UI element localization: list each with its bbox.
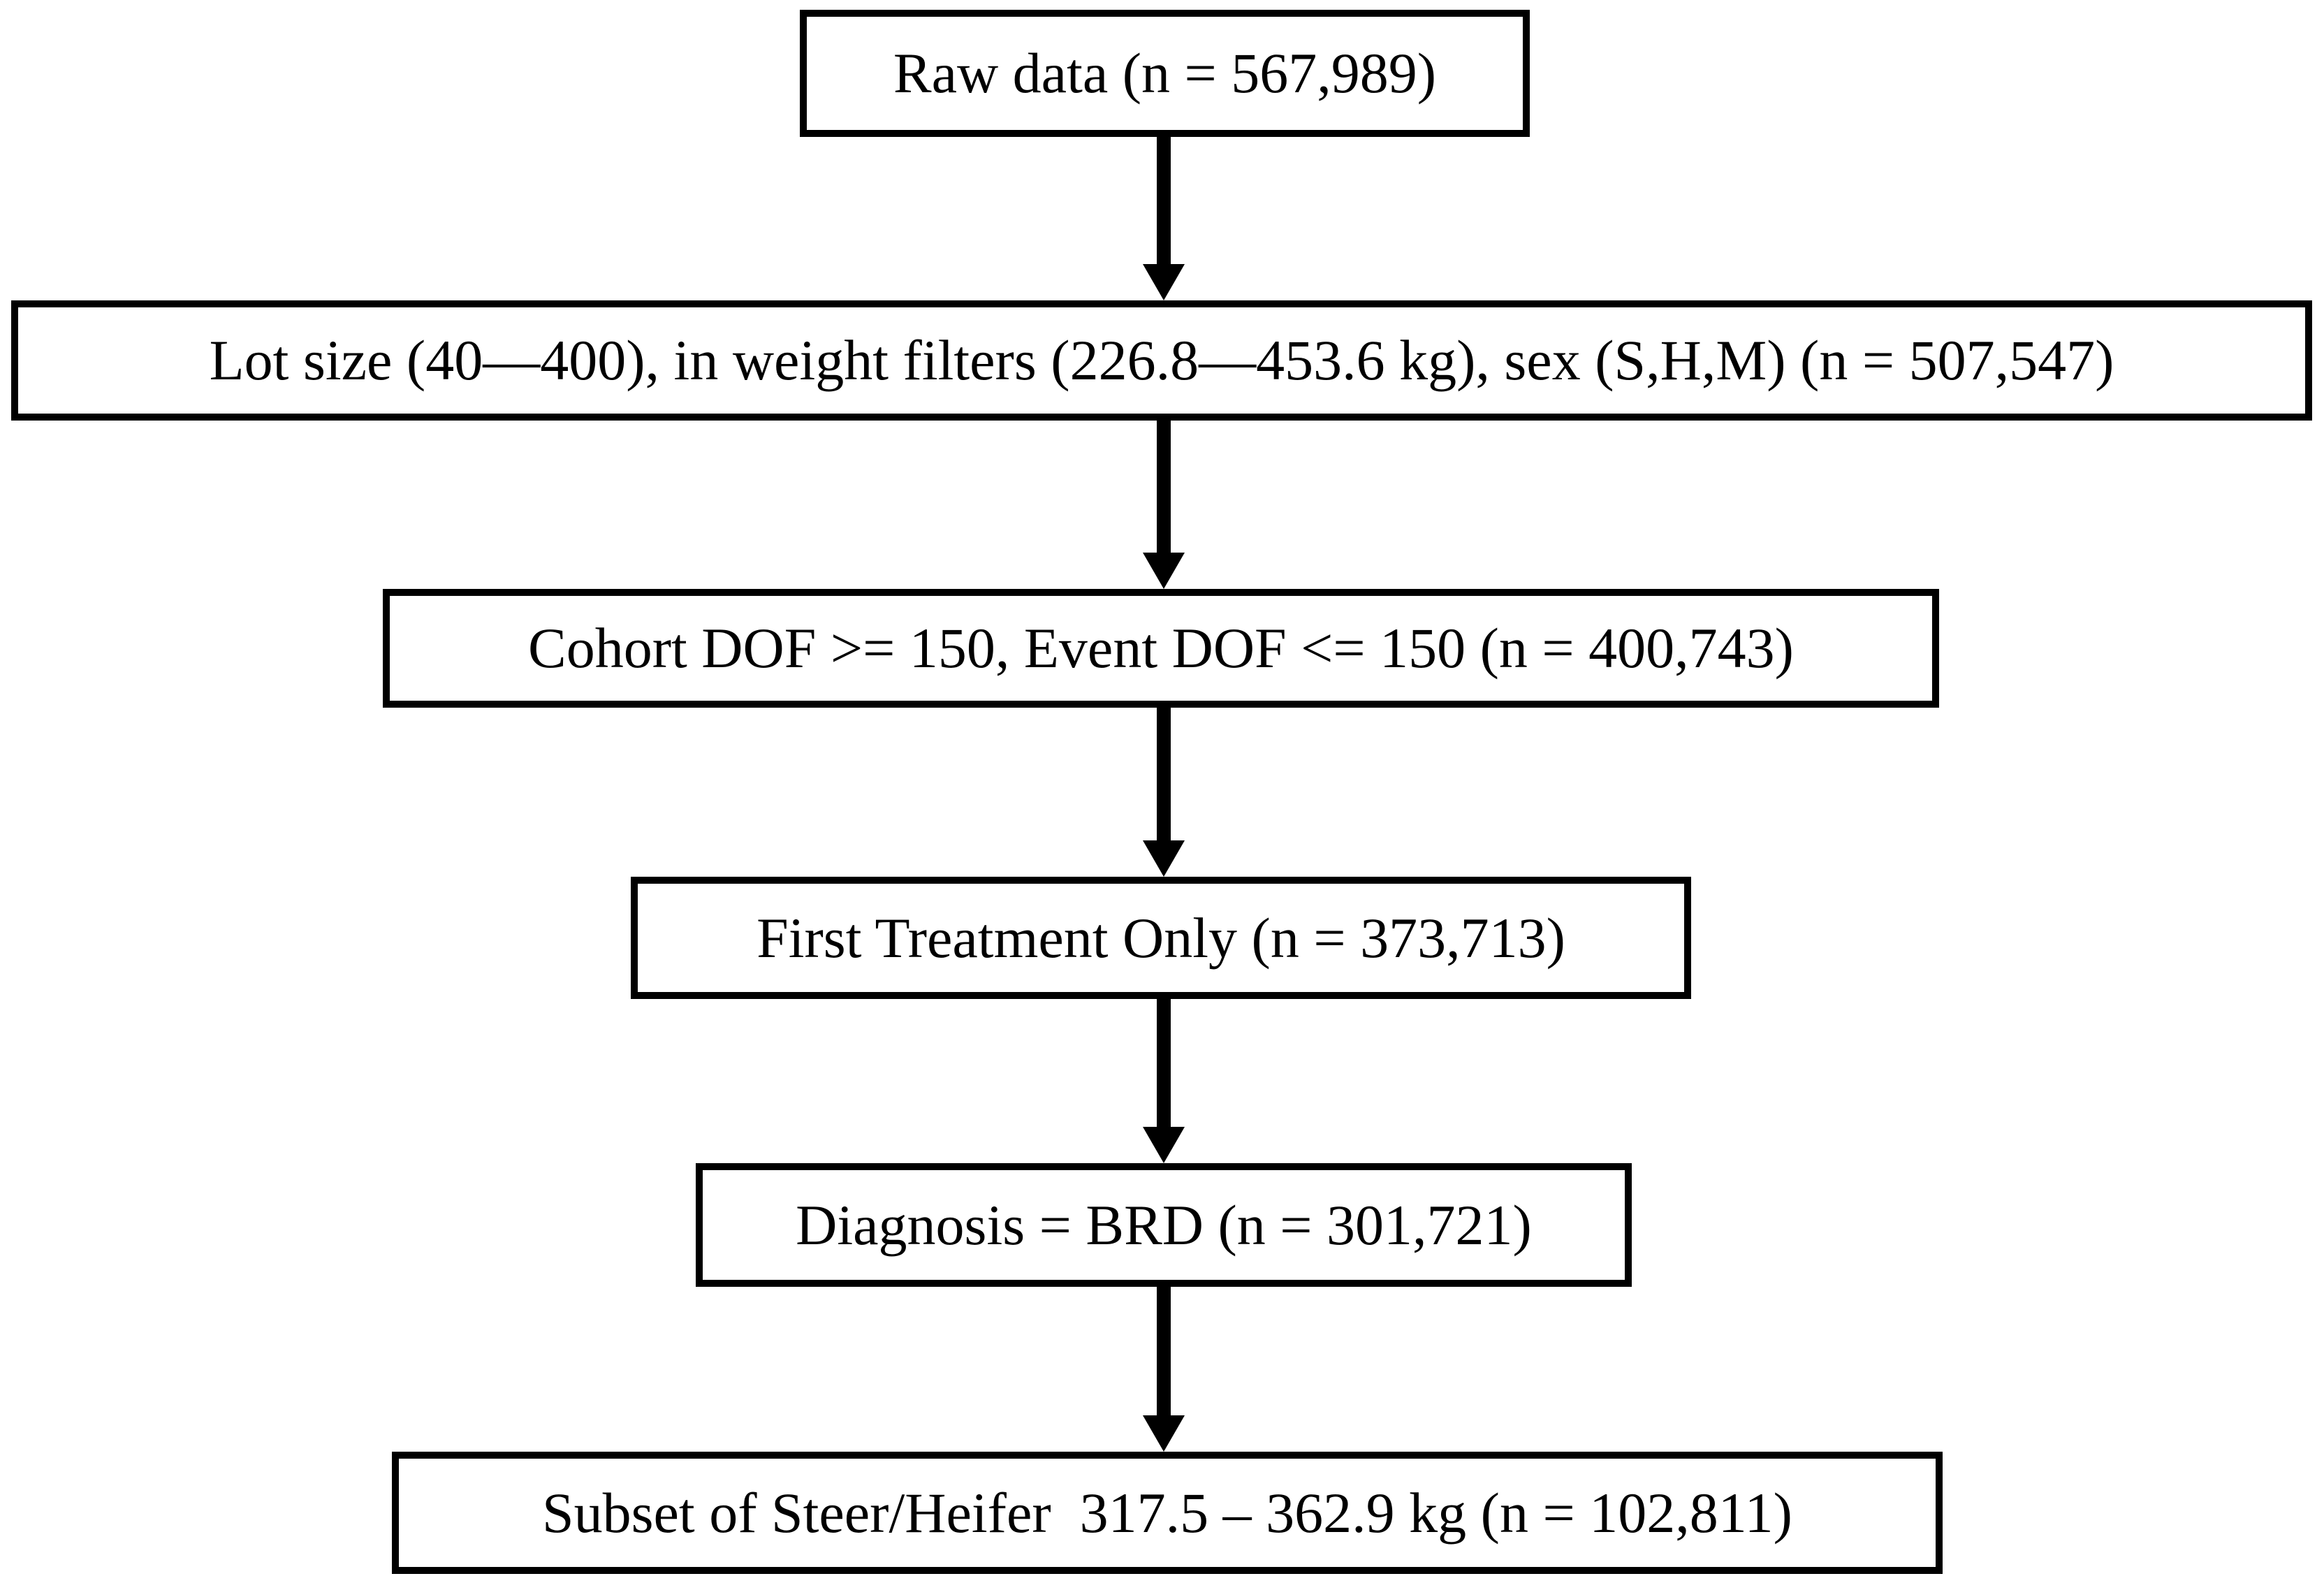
node-label: Lot size (40—400), in weight filters (22… xyxy=(209,328,2114,392)
node-lot-size-weight-sex-filters: Lot size (40—400), in weight filters (22… xyxy=(11,300,2312,421)
node-cohort-event-dof: Cohort DOF >= 150, Event DOF <= 150 (n =… xyxy=(383,589,1939,708)
arrow-head xyxy=(1143,1127,1185,1163)
arrow-stem xyxy=(1157,706,1171,840)
arrow-stem xyxy=(1157,419,1171,553)
node-label: Subset of Steer/Heifer 317.5 – 362.9 kg … xyxy=(542,1480,1792,1545)
node-raw-data: Raw data (n = 567,989) xyxy=(800,10,1530,137)
arrow-stem xyxy=(1157,136,1171,264)
arrow-head xyxy=(1143,840,1185,877)
arrow-down-icon xyxy=(1143,706,1185,877)
node-label: First Treatment Only (n = 373,713) xyxy=(757,905,1565,970)
arrow-head xyxy=(1143,553,1185,589)
arrow-down-icon xyxy=(1143,998,1185,1163)
node-first-treatment-only: First Treatment Only (n = 373,713) xyxy=(631,877,1691,999)
arrow-down-icon xyxy=(1143,1285,1185,1452)
arrow-down-icon xyxy=(1143,419,1185,589)
arrow-head xyxy=(1143,1415,1185,1452)
arrow-stem xyxy=(1157,998,1171,1127)
node-label: Cohort DOF >= 150, Event DOF <= 150 (n =… xyxy=(528,616,1794,680)
arrow-head xyxy=(1143,264,1185,300)
node-label: Raw data (n = 567,989) xyxy=(893,41,1437,105)
node-label: Diagnosis = BRD (n = 301,721) xyxy=(796,1192,1532,1257)
arrow-down-icon xyxy=(1143,136,1185,300)
node-diagnosis-brd: Diagnosis = BRD (n = 301,721) xyxy=(696,1163,1632,1287)
arrow-stem xyxy=(1157,1285,1171,1415)
node-subset-steer-heifer: Subset of Steer/Heifer 317.5 – 362.9 kg … xyxy=(392,1452,1943,1574)
